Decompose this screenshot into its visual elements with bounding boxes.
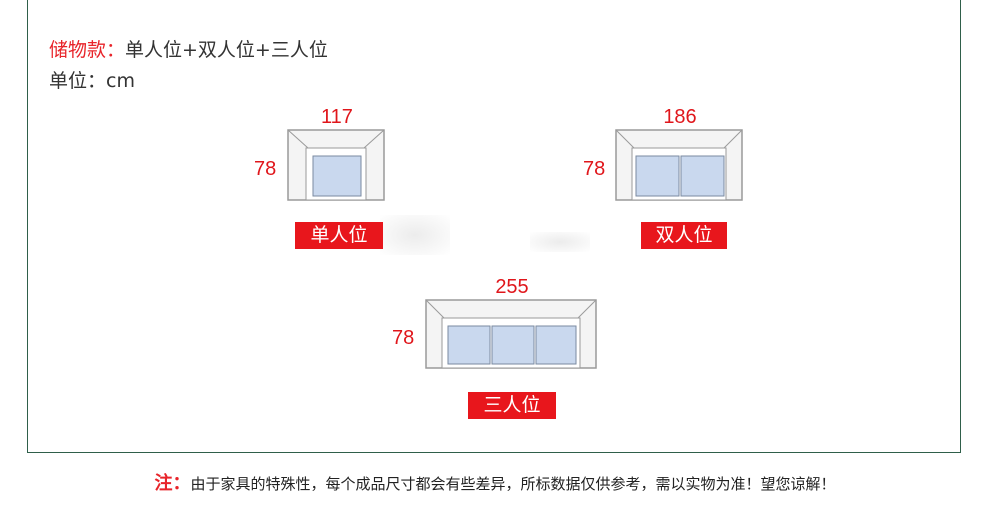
- title-value: 单人位+双人位+三人位: [125, 39, 328, 61]
- disclaimer-note: 注：由于家具的特殊性，每个成品尺寸都会有些差异，所标数据仅供参考，需以实物为准！…: [0, 469, 990, 495]
- note-label: 注：: [154, 473, 191, 494]
- unit-label: 单位：cm: [49, 70, 135, 92]
- title-label: 储物款：: [49, 39, 126, 61]
- sofa-single-width: 117: [321, 106, 353, 128]
- sofa-triple-width: 255: [495, 276, 529, 298]
- sofa-double-width: 186: [663, 106, 697, 128]
- sofa-double-depth: 78: [583, 158, 606, 180]
- page-title: 储物款：单人位+双人位+三人位: [49, 35, 328, 62]
- sofa-triple-label: 三人位: [468, 392, 556, 419]
- sofa-single-depth: 78: [254, 158, 277, 180]
- sofa-single-diagram: [287, 129, 385, 201]
- decorative-shadow: [530, 232, 590, 252]
- sofa-double-diagram: [615, 129, 743, 201]
- sofa-triple-depth: 78: [392, 327, 415, 349]
- sofa-single-label: 单人位: [295, 222, 383, 249]
- decorative-shadow: [380, 215, 450, 255]
- note-text: 由于家具的特殊性，每个成品尺寸都会有些差异，所标数据仅供参考，需以实物为准！望您…: [190, 475, 836, 493]
- sofa-triple-diagram: [425, 299, 597, 369]
- sofa-double-label: 双人位: [641, 222, 727, 249]
- content-frame: [27, 0, 961, 453]
